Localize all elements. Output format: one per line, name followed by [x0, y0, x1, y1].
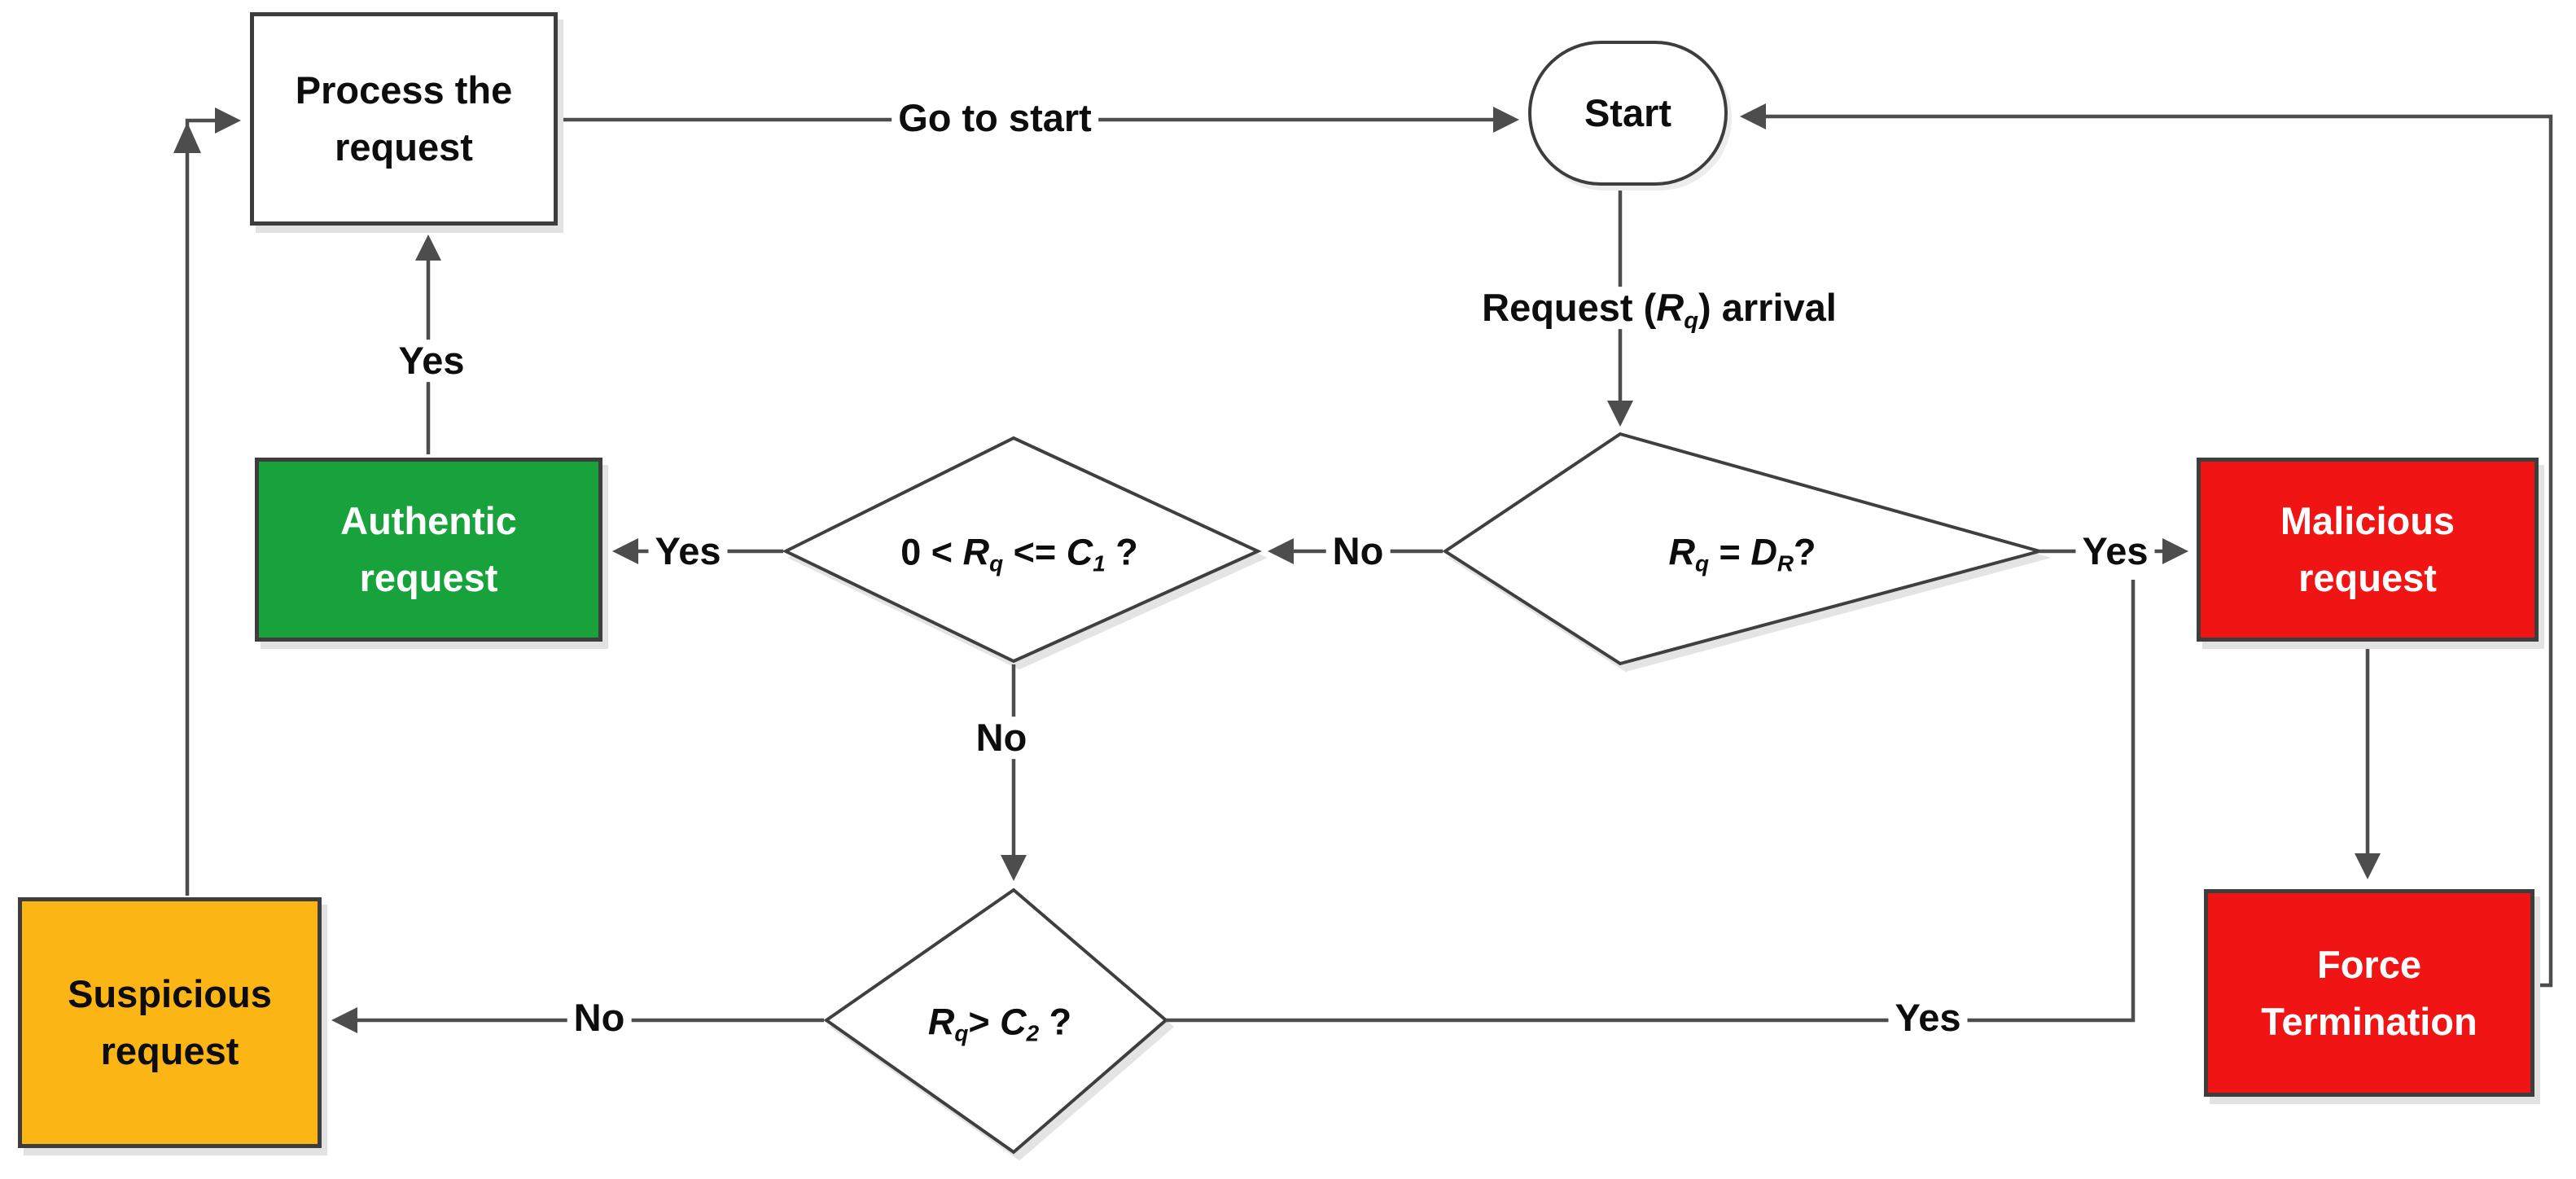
d1-question: ?: [1794, 531, 1816, 573]
d2-prefix: 0 <: [900, 531, 963, 573]
request-arrival-pre: Request (: [1482, 286, 1657, 330]
d2-var-sub: q: [989, 550, 1004, 576]
d1-rhs-sub: R: [1776, 550, 1794, 576]
force-termination-box: Force Termination: [2204, 889, 2534, 1097]
d2-var: R: [962, 531, 990, 573]
edge-label-no-d1-to-d2: No: [1325, 530, 1391, 572]
edge-label-yes-to-authentic: Yes: [648, 530, 728, 572]
d3-var-sub: q: [954, 1020, 969, 1046]
decision-diamond-rq-range-c1: [782, 436, 1262, 664]
suspicious-request-box: Suspicious request: [18, 897, 322, 1148]
d3-var: R: [927, 1001, 955, 1043]
d3-rhs-sub: 2: [1026, 1020, 1040, 1046]
edge-d3-yes-to-malicious-junction: [1166, 580, 2136, 1023]
edge-label-yes-to-malicious: Yes: [2075, 530, 2155, 572]
start-terminator: Start: [1528, 41, 1728, 186]
d1-var-sub: q: [1695, 550, 1710, 576]
edge-label-no-d2-down: No: [969, 717, 1034, 759]
suspicious-label-line2: request: [100, 1029, 239, 1072]
malicious-label-line1: Malicious: [2280, 499, 2456, 543]
d2-rhs: C: [1066, 531, 1093, 573]
d1-op: =: [1709, 531, 1751, 573]
authentic-label-line1: Authentic: [340, 499, 517, 543]
request-arrival-var: R: [1656, 286, 1684, 330]
edge-label-go-to-start: Go to start: [892, 97, 1098, 139]
edge-force-to-start: [1740, 103, 2553, 988]
d2-rhs-sub: 1: [1093, 550, 1106, 576]
process-request-box: Process the request: [250, 12, 558, 226]
suspicious-label-line1: Suspicious: [68, 972, 272, 1016]
authentic-label-line2: request: [359, 556, 498, 599]
d3-rhs: C: [1000, 1001, 1027, 1043]
d1-rhs: D: [1750, 531, 1777, 573]
process-request-label-line1: Process the: [295, 68, 513, 112]
malicious-request-box: Malicious request: [2197, 458, 2539, 642]
d3-question: ?: [1039, 1001, 1072, 1043]
force-label-line2: Termination: [2261, 999, 2477, 1043]
edge-label-yes-to-process: Yes: [392, 340, 471, 382]
d3-op: >: [968, 1001, 1001, 1043]
malicious-label-line2: request: [2298, 556, 2437, 599]
request-arrival-post: ) arrival: [1698, 286, 1837, 330]
decision-text-rq-greater-c2: Rq> C2 ?: [927, 1001, 1072, 1045]
process-request-label-line2: request: [335, 125, 473, 169]
edge-label-no-to-suspicious: No: [567, 997, 632, 1039]
edge-label-request-arrival: Request (Rq) arrival: [1475, 286, 1843, 332]
up-arrowhead-suspicious-corner: [173, 122, 201, 153]
edge-suspicious-to-process: [185, 107, 241, 896]
d1-var: R: [1668, 531, 1696, 573]
start-label: Start: [1584, 91, 1672, 135]
edge-label-yes-bottom: Yes: [1888, 997, 1968, 1039]
force-label-line1: Force: [2317, 942, 2421, 986]
decision-text-rq-range-c1: 0 < Rq <= C1 ?: [900, 531, 1138, 575]
request-arrival-sub: q: [1684, 307, 1699, 334]
d2-op: <=: [1003, 531, 1067, 573]
authentic-request-box: Authentic request: [255, 458, 602, 642]
decision-text-rq-equals-dr: Rq = DR?: [1668, 531, 1816, 575]
d2-question: ?: [1105, 531, 1138, 573]
